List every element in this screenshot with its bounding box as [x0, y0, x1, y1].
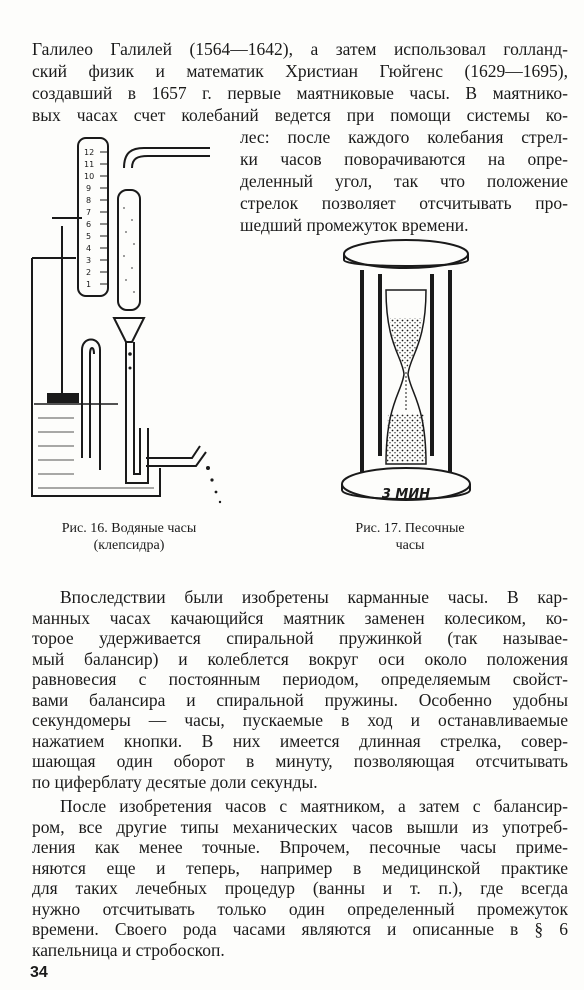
text-line: шедший промежуток времени.	[240, 215, 469, 235]
figure17-caption-sub: часы	[395, 538, 425, 553]
text-line: мый балансир) и колеблется вокруг оси ок…	[32, 648, 568, 669]
scale-label: 1	[86, 280, 91, 289]
text-line: шающая один оборот в минуту, позволяющая…	[32, 751, 568, 771]
text-line: ки часов поворачиваются на опре-	[240, 149, 568, 169]
page-number: 34	[30, 964, 48, 981]
text-line: ский физик и математик Христиан Гюйгенс …	[32, 61, 568, 81]
text-line: капельница и стробоскоп.	[32, 939, 225, 960]
text-line: манных часах качающийся маятник заменен …	[32, 607, 568, 628]
scale-label: 11	[84, 160, 94, 169]
text-line: создавший в 1657 г. первые маятниковые ч…	[32, 83, 568, 103]
hourglass-base-label: 3 МИН	[382, 487, 430, 502]
text-line: вами балансира и спиральной пружины. Осо…	[32, 689, 568, 710]
scale-label: 2	[86, 268, 91, 277]
text-line: Впоследствии были изобретены карманные ч…	[60, 587, 568, 607]
scale-label: 7	[86, 208, 91, 217]
scale-label: 4	[86, 244, 91, 253]
scale-label: 3	[86, 256, 91, 265]
scale-label: 10	[84, 172, 94, 181]
text-line: деленный угол, так что положение	[240, 171, 568, 191]
text-line: секундомеры — часы, пускаемые в ход и ос…	[32, 710, 568, 730]
text-line: лес: после каждого колебания стрел-	[240, 127, 568, 147]
text-line: вых часах счет колебаний ведется при пом…	[32, 105, 568, 125]
figure16-caption: Рис. 16. Водяные часы	[61, 521, 197, 536]
figure17-caption: Рис. 17. Песочные	[355, 521, 465, 536]
hourglass-illustration: 3 МИН	[341, 239, 471, 502]
scale-label: 5	[86, 232, 91, 241]
scale-label: 8	[86, 196, 91, 205]
figure16-caption-sub: (клепсидра)	[93, 538, 165, 553]
text-line: ром, все другие типы механических часов …	[32, 816, 568, 837]
text-line: няются еще и теперь, например в медицинс…	[32, 857, 568, 878]
text-line: стрелок позволяет отсчитывать про-	[240, 193, 568, 213]
text-line: времени. Своего рода часами являются и о…	[32, 919, 568, 939]
text-line: После изобретения часов с маятником, а з…	[60, 796, 568, 816]
scale-label: 6	[86, 220, 91, 229]
scale-label: 12	[84, 148, 94, 157]
text-line: нажатием кнопки. В них имеется длинная с…	[32, 730, 568, 751]
clepsydra-illustration: 12 11 10 9 8 7 6 5 4 3 2 1	[31, 137, 222, 504]
text-line: торое удерживается спиральной пружинкой …	[32, 628, 568, 648]
text-line: по циферблату десятые доли секунды.	[32, 771, 318, 792]
text-line: нужно отсчитывать только один определенн…	[32, 898, 568, 919]
text-line: Галилео Галилей (1564—1642), а затем исп…	[32, 39, 568, 59]
text-line: для таких лечебных процедур (ванны и т. …	[32, 878, 568, 898]
text-line: равновесия с постоянным периодом, опреде…	[32, 669, 568, 689]
text-line: ления как менее точные. Впрочем, песочны…	[32, 837, 568, 857]
scale-label: 9	[86, 184, 91, 193]
